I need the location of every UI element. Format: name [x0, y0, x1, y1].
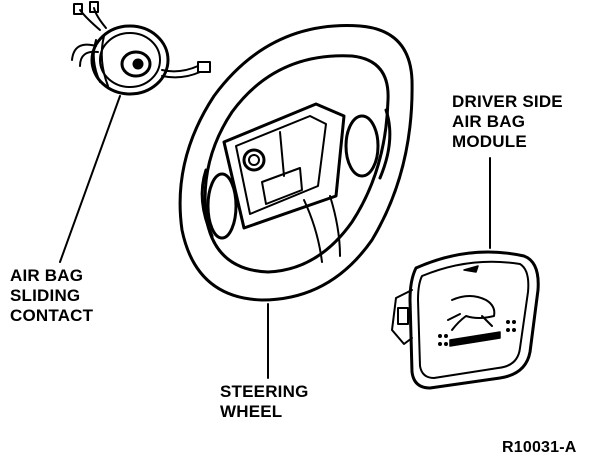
steering-wheel-part: [178, 24, 414, 302]
label-line: WHEEL: [220, 402, 283, 421]
label-air-bag-sliding-contact: AIR BAG SLIDING CONTACT: [10, 266, 93, 326]
figure-code: R10031-A: [502, 439, 577, 456]
label-line: SLIDING: [10, 286, 81, 305]
label-line: AIR BAG: [10, 266, 84, 285]
label-steering-wheel: STEERING WHEEL: [220, 382, 309, 422]
label-line: DRIVER SIDE: [452, 92, 563, 111]
sliding-contact-part: [71, 1, 211, 96]
label-line: MODULE: [452, 132, 527, 151]
label-line: STEERING: [220, 382, 309, 401]
label-line: CONTACT: [10, 306, 94, 325]
air-bag-module-part: [391, 250, 540, 390]
label-driver-side-air-bag-module: DRIVER SIDE AIR BAG MODULE: [452, 92, 563, 152]
label-line: AIR BAG: [452, 112, 526, 131]
